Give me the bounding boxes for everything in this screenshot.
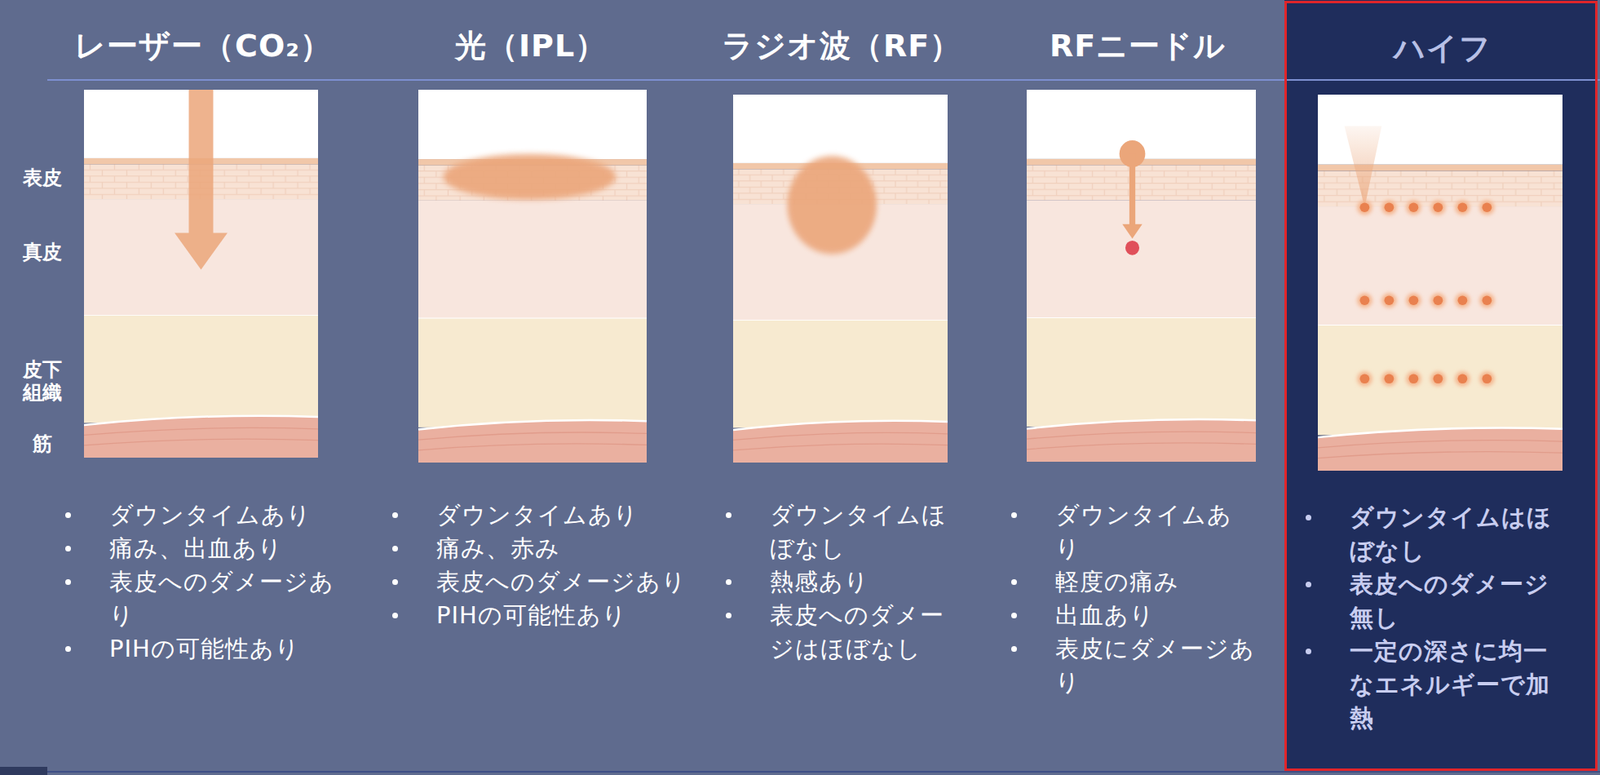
- bullet-item: 表皮へのダメージあり: [392, 565, 694, 599]
- bullet-text: PIHの可能性あり: [436, 598, 694, 633]
- bullet-list: ダウンタイムほぼなし熱感あり表皮へのダメージはほぼなし: [725, 498, 966, 666]
- bullet-dot: [392, 512, 398, 518]
- bullet-text: 表皮へのダメージあり: [436, 565, 694, 599]
- bullet-list: ダウンタイムあり軽度の痛み出血あり表皮にダメージあり: [1011, 498, 1256, 699]
- bullet-text: ダウンタイムあり: [436, 498, 694, 532]
- bullet-dot: [392, 545, 398, 552]
- column-header: レーザー（CO₂）: [74, 25, 332, 67]
- bullet-text: ダウンタイムほぼなし: [769, 498, 966, 566]
- layer-label: 表皮: [22, 167, 62, 191]
- bullet-dot: [1305, 648, 1312, 655]
- bullet-text: 痛み、赤み: [436, 531, 694, 566]
- bullet-dot: [1011, 645, 1017, 652]
- bullet-text: PIHの可能性あり: [109, 632, 342, 666]
- bullet-text: 表皮にダメージあり: [1055, 632, 1256, 699]
- bullet-dot: [65, 645, 71, 652]
- bullet-item: 熱感あり: [725, 565, 966, 599]
- column-header: 光（IPL）: [455, 25, 607, 67]
- bullet-text: 表皮へのダメージ無し: [1349, 567, 1569, 635]
- bullet-item: ダウンタイムあり: [1011, 498, 1256, 566]
- bullet-text: 表皮へのダメージあり: [109, 565, 342, 633]
- bullet-dot: [65, 579, 71, 585]
- bullet-dot: [65, 512, 71, 518]
- bullet-item: ダウンタイムあり: [65, 498, 342, 532]
- bullet-dot: [725, 512, 732, 518]
- bullet-text: ダウンタイムあり: [1055, 498, 1256, 566]
- bullet-dot: [1305, 514, 1312, 521]
- bullet-dot: [1011, 512, 1017, 518]
- bullet-item: 一定の深さに均一なエネルギーで加熱: [1305, 634, 1569, 735]
- bullet-item: ダウンタイムあり: [392, 498, 694, 532]
- layer-label: 筋: [32, 433, 53, 456]
- layer-label: 皮下組織: [22, 358, 62, 404]
- bullet-dot: [392, 612, 398, 619]
- bullet-list: ダウンタイムはほぼなし表皮へのダメージ無し一定の深さに均一なエネルギーで加熱: [1305, 500, 1569, 735]
- bullet-item: ダウンタイムはほぼなし: [1305, 500, 1569, 568]
- bullet-item: 痛み、赤み: [392, 531, 694, 566]
- column-header: ラジオ波（RF）: [721, 25, 962, 67]
- bullet-dot: [65, 545, 71, 552]
- bullet-text: 出血あり: [1055, 598, 1256, 633]
- bullet-dot: [1305, 581, 1312, 588]
- bullet-item: PIHの可能性あり: [65, 632, 342, 666]
- bullet-text: 痛み、出血あり: [109, 531, 342, 566]
- bullet-dot: [725, 579, 732, 585]
- bullet-item: 表皮へのダメージあり: [65, 565, 342, 633]
- highlight-panel: ハイフダウンタイムはほぼなし表皮へのダメージ無し一定の深さに均一なエネルギーで加…: [1284, 0, 1598, 771]
- column-header: RFニードル: [1049, 25, 1226, 67]
- bullet-item: 出血あり: [1011, 598, 1256, 633]
- bullet-item: 表皮へのダメージ無し: [1305, 567, 1569, 635]
- bullet-text: ダウンタイムあり: [109, 498, 342, 532]
- bullet-text: 表皮へのダメージはほぼなし: [769, 598, 966, 666]
- layer-label: 真皮: [22, 241, 62, 265]
- bullet-text: 熱感あり: [769, 565, 966, 599]
- bullet-item: PIHの可能性あり: [392, 598, 694, 633]
- bullet-item: 痛み、出血あり: [65, 531, 342, 566]
- bullet-text: ダウンタイムはほぼなし: [1349, 500, 1569, 568]
- bullet-text: 一定の深さに均一なエネルギーで加熱: [1349, 634, 1569, 735]
- bullet-list: ダウンタイムあり痛み、出血あり表皮へのダメージありPIHの可能性あり: [65, 498, 342, 666]
- bullet-item: 軽度の痛み: [1011, 565, 1256, 599]
- bullet-item: 表皮へのダメージはほぼなし: [725, 598, 966, 666]
- bullet-item: 表皮にダメージあり: [1011, 632, 1256, 699]
- bullet-dot: [1011, 579, 1017, 585]
- bullet-list: ダウンタイムあり痛み、赤み表皮へのダメージありPIHの可能性あり: [392, 498, 694, 633]
- column-header: ハイフ: [1393, 27, 1492, 70]
- bullet-dot: [392, 579, 398, 585]
- bullet-dot: [725, 612, 732, 619]
- bullet-text: 軽度の痛み: [1055, 565, 1256, 599]
- bullet-dot: [1011, 612, 1017, 619]
- bullet-item: ダウンタイムほぼなし: [725, 498, 966, 566]
